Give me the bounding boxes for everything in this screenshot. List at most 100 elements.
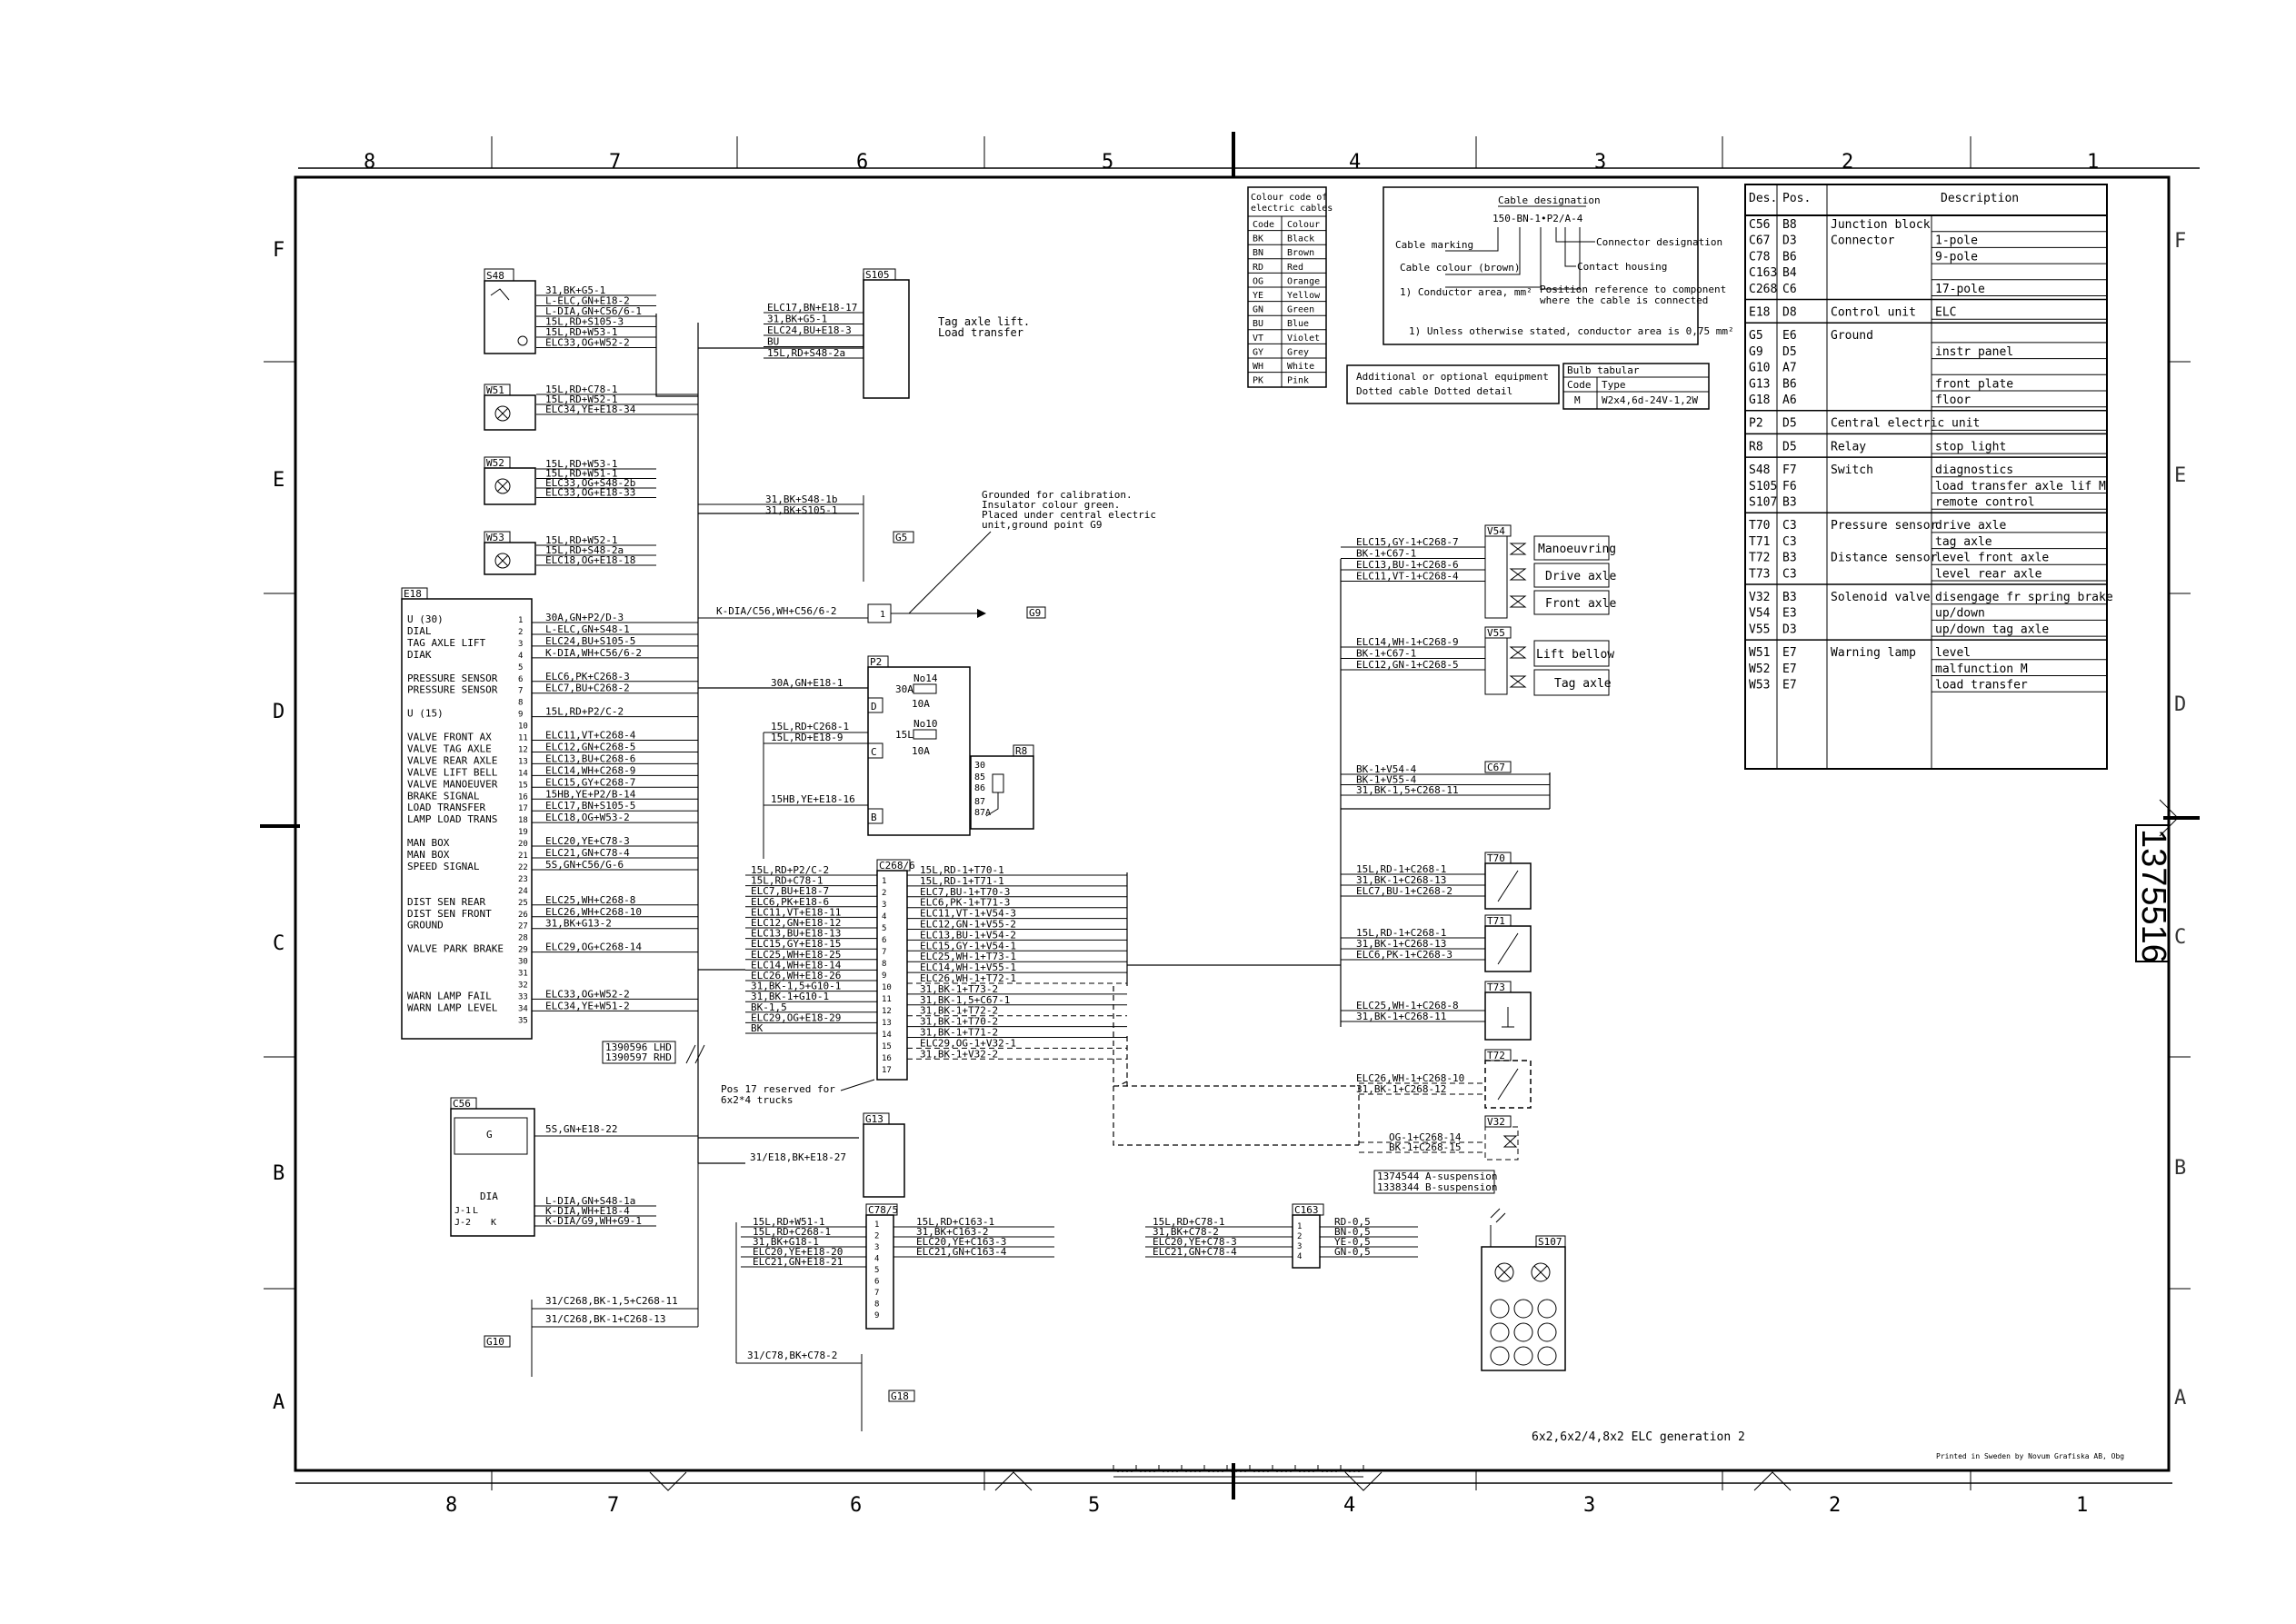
legend-label: where the cable is connected bbox=[1540, 294, 1708, 306]
wire-label: ELC24,BU+S105-5 bbox=[545, 635, 635, 647]
wire-label: 15HB,YE+P2/B-14 bbox=[545, 788, 636, 800]
col-label: 2 bbox=[1842, 151, 1853, 174]
wire-label: BK-1+C67-1 bbox=[1356, 648, 1416, 660]
footer: 6x2,6x2/4,8x2 ELC generation 2 Printed i… bbox=[1532, 1430, 2124, 1460]
des-cell: V55 bbox=[1749, 623, 1770, 636]
wire-label: ELC18,OG+W53-2 bbox=[545, 812, 630, 823]
component-v54: V54 Manoeuvring Drive axle Front axle bbox=[1484, 524, 1616, 619]
suspension-ref: 1338344 B-suspension bbox=[1377, 1181, 1497, 1193]
pin-number: 31 bbox=[518, 970, 528, 979]
c56-label: K bbox=[491, 1218, 496, 1228]
description-cell: Switch bbox=[1831, 463, 1873, 477]
column-numbers-top: 8 7 6 5 4 3 2 1 bbox=[364, 151, 2099, 174]
wire-label: ELC12,GN-1+C268-5 bbox=[1356, 659, 1459, 671]
colour-name: Yellow bbox=[1287, 291, 1321, 301]
row-label: B bbox=[2174, 1157, 2186, 1180]
colour-name: Colour bbox=[1287, 220, 1320, 230]
wire-label: BN-0,5 bbox=[1334, 1226, 1371, 1238]
col-label: 8 bbox=[445, 1494, 457, 1517]
pos-cell: E6 bbox=[1782, 329, 1797, 343]
col-label: 4 bbox=[1343, 1494, 1355, 1517]
detail-cell: 1-pole bbox=[1935, 234, 1978, 248]
pin-number: 3 bbox=[882, 901, 886, 910]
wire-label: 31,BK-1+T73-2 bbox=[920, 983, 998, 995]
wire-label: 31,BK-1+V32-2 bbox=[920, 1048, 998, 1060]
c56-label: G bbox=[486, 1129, 493, 1141]
g9-note: Grounded for calibration. bbox=[982, 489, 1133, 501]
pin-number: 4 bbox=[874, 1255, 879, 1264]
wire-label: 31,BK-1+T71-2 bbox=[920, 1027, 998, 1039]
column-numbers-bottom: 8 7 6 5 4 3 2 1 bbox=[445, 1494, 2088, 1517]
des-cell: G9 bbox=[1749, 345, 1763, 359]
pin-number: 8 bbox=[518, 699, 523, 708]
component-label: S107 bbox=[1538, 1236, 1562, 1248]
colour-code: GN bbox=[1253, 305, 1263, 315]
description-cell: Warning lamp bbox=[1831, 646, 1916, 660]
wire-label: ELC14,WH+E18-14 bbox=[751, 959, 842, 971]
component-t73: T73 bbox=[1484, 981, 1532, 1041]
t70-wires: 15L,RD-1+C268-131,BK-1+C268-13ELC7,BU-1+… bbox=[1341, 863, 1485, 897]
wire-label: ELC25,WH-1+C268-8 bbox=[1356, 1000, 1459, 1011]
pin-function-label: GROUND bbox=[407, 920, 444, 932]
component-label: R8 bbox=[1015, 745, 1027, 757]
pin-number: 8 bbox=[874, 1300, 879, 1310]
des-cell: T70 bbox=[1749, 519, 1770, 533]
wire-label: BK-1,5 bbox=[751, 1001, 787, 1013]
pin-number: 14 bbox=[518, 769, 528, 778]
pin-function-label: TAG AXLE LIFT bbox=[407, 637, 485, 649]
pos-cell: E7 bbox=[1782, 663, 1797, 676]
colour-name: Black bbox=[1287, 234, 1314, 244]
wire-label: 31,BK-1,5+C268-11 bbox=[1356, 784, 1459, 796]
component-w53: W53 bbox=[484, 531, 536, 575]
row-label: C bbox=[273, 932, 285, 955]
pin-number: 23 bbox=[518, 875, 528, 884]
wire-label: ELC33,OG+W52-2 bbox=[545, 337, 630, 349]
fuse-label: 10A bbox=[912, 745, 930, 757]
wire-label: 5S,GN+E18-22 bbox=[545, 1123, 617, 1135]
wire-label: L-DIA,GN+C56/6-1 bbox=[545, 305, 642, 317]
detail-cell: drive axle bbox=[1935, 519, 2006, 533]
description-cell: Pressure sensor bbox=[1831, 519, 1938, 533]
pin-number: 3 bbox=[518, 640, 523, 649]
pin-number: 10 bbox=[518, 722, 528, 732]
pin-function-label: SPEED SIGNAL bbox=[407, 861, 480, 872]
wire-label: K-DIA,WH+C56/6-2 bbox=[545, 647, 642, 659]
pin-number: 13 bbox=[882, 1019, 892, 1028]
wire-label: ELC7,BU+C268-2 bbox=[545, 682, 630, 694]
des-cell: G5 bbox=[1749, 329, 1763, 343]
wire-label: ELC6,PK-1+T71-3 bbox=[920, 897, 1010, 909]
pin-number: 20 bbox=[518, 840, 528, 849]
component-label: C56 bbox=[453, 1098, 471, 1110]
des-cell: G13 bbox=[1749, 377, 1770, 391]
detail-cell: floor bbox=[1935, 394, 1971, 407]
wire-label: ELC26,WH+C268-10 bbox=[545, 906, 642, 918]
colour-code: Code bbox=[1253, 220, 1274, 230]
c67-wires: BK-1+V54-4BK-1+V55-431,BK-1,5+C268-11 bbox=[1341, 763, 1550, 796]
pin-number: 2 bbox=[882, 889, 886, 898]
wire-label: 15L,RD-1+T70-1 bbox=[920, 864, 1004, 876]
wire-label: 15L,RD+C268-1 bbox=[771, 721, 849, 732]
wire-label: 15L,RD+E18-9 bbox=[771, 732, 843, 743]
des-cell: V54 bbox=[1749, 607, 1771, 621]
col-label: 1 bbox=[2076, 1494, 2088, 1517]
component-s105: S105 Tag axle lift. Load transfer bbox=[863, 268, 1030, 399]
c56-wires: 5S,GN+E18-22L-DIA,GN+S48-1aK-DIA,WH+E18-… bbox=[534, 1123, 698, 1227]
description-cell: Connector bbox=[1831, 234, 1895, 248]
c56-label: J-2 bbox=[454, 1218, 471, 1228]
detail-cell: tag axle bbox=[1935, 535, 1992, 549]
colour-code: VT bbox=[1253, 334, 1263, 344]
wire-label: ELC7,BU+E18-7 bbox=[751, 885, 829, 897]
pin-function-label: DIAL bbox=[407, 625, 432, 637]
pin-number: 4 bbox=[1297, 1252, 1302, 1261]
legend-label: Cable colour (brown) bbox=[1400, 262, 1520, 274]
s105-note: Load transfer bbox=[938, 326, 1023, 339]
col-label: 8 bbox=[364, 151, 375, 174]
wire-label: 15L,RD+C268-1 bbox=[753, 1226, 831, 1238]
pos-cell: C3 bbox=[1782, 519, 1797, 533]
wire-label: 15L,RD+W52-1 bbox=[545, 534, 617, 546]
colour-code: OG bbox=[1253, 276, 1263, 286]
row-label: B bbox=[273, 1162, 285, 1185]
pin-number: 34 bbox=[518, 1004, 528, 1013]
wire-label: 30A,GN+E18-1 bbox=[771, 677, 843, 689]
